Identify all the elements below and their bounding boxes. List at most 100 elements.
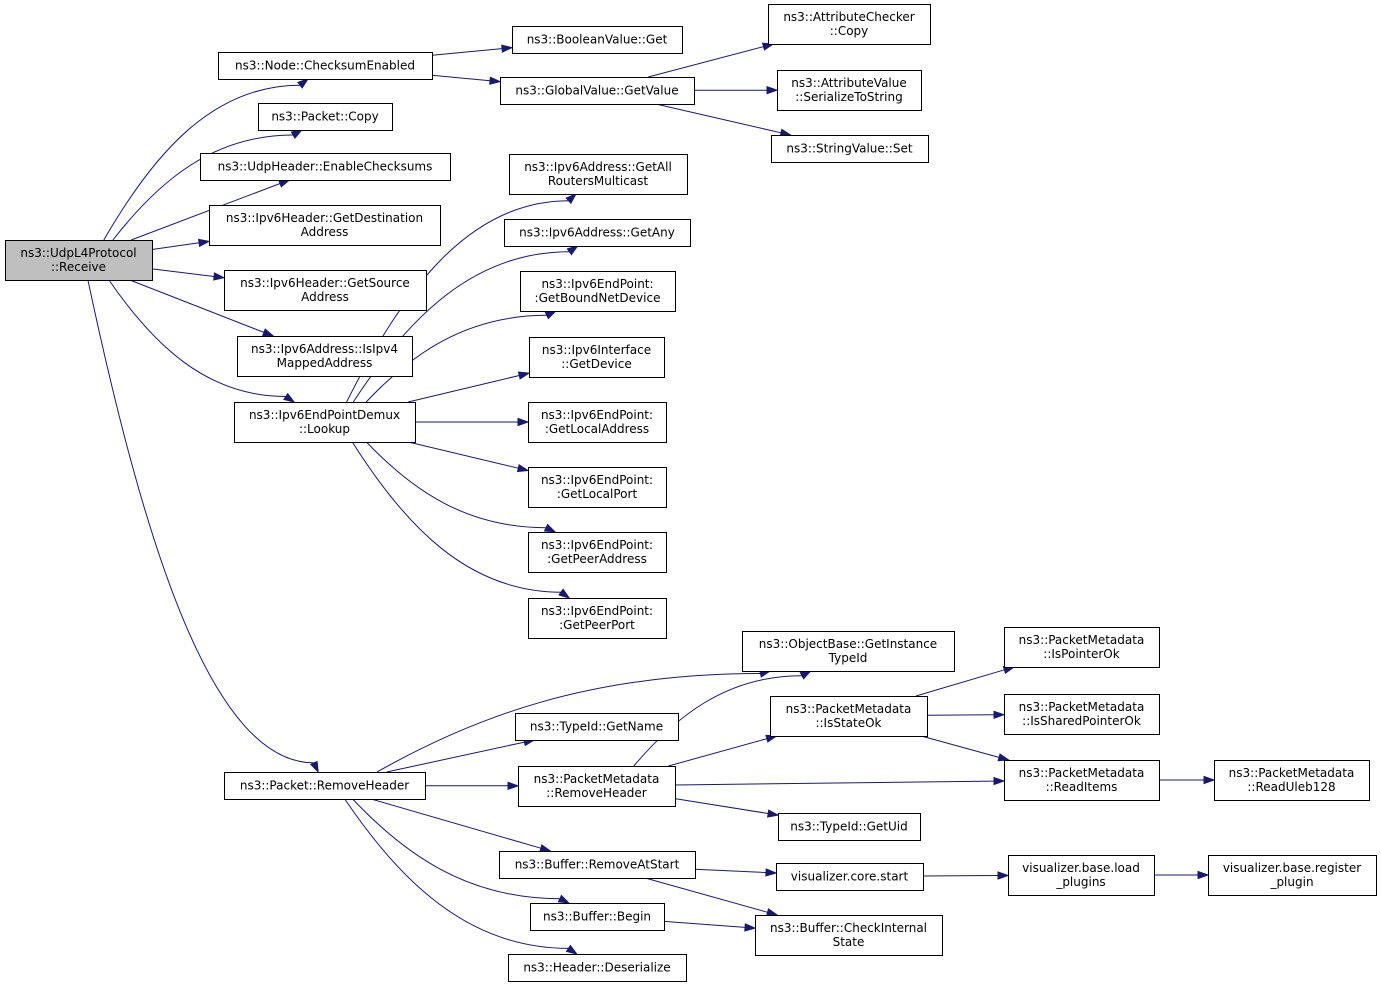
node-viz_base_register[interactable]: visualizer.base.register_plugin <box>1208 855 1377 896</box>
node-label: ns3::AttributeValue <box>791 76 907 90</box>
arrowhead-pm_readuleb <box>1203 775 1216 785</box>
node-typeid_getuid[interactable]: ns3::TypeId::GetUid <box>778 813 921 841</box>
arrowhead-boolean_get <box>501 44 514 53</box>
edges-layer <box>87 42 1216 955</box>
node-label: State <box>833 935 865 949</box>
node-label: ns3::Ipv6Header::GetDestination <box>226 211 423 225</box>
node-attrchecker_copy[interactable]: ns3::AttributeChecker::Copy <box>768 4 931 45</box>
node-box <box>515 713 679 741</box>
node-label: ns3::Ipv6Interface <box>542 343 651 357</box>
node-global_getvalue[interactable]: ns3::GlobalValue::GetValue <box>500 77 695 105</box>
node-label: ns3::Node::ChecksumEnabled <box>235 59 415 73</box>
node-pm_readitems[interactable]: ns3::PacketMetadata::ReadItems <box>1004 760 1160 801</box>
edge-demux_lookup-to-ep_getpeerport <box>351 441 562 593</box>
node-box <box>528 532 667 573</box>
node-attrvalue_serialize[interactable]: ns3::AttributeValue::SerializeToString <box>777 70 922 111</box>
edge-pm_removeheader-to-objbase_getinstance <box>633 675 802 767</box>
node-label: ns3::PacketMetadata <box>534 772 660 786</box>
node-pm_isstateok[interactable]: ns3::PacketMetadata::IsStateOk <box>770 696 928 737</box>
node-buffer_begin[interactable]: ns3::Buffer::Begin <box>530 903 665 931</box>
node-box <box>237 336 413 377</box>
edge-udp_receive-to-demux_lookup <box>108 279 286 397</box>
arrowhead-pm_readitems <box>997 753 1011 762</box>
node-box <box>234 402 416 443</box>
node-label: ::SerializeToString <box>795 90 903 104</box>
arrowhead-buffer_checkinternal <box>765 908 779 917</box>
node-string_set[interactable]: ns3::StringValue::Set <box>771 135 929 163</box>
node-viz_core_start[interactable]: visualizer.core.start <box>776 863 924 891</box>
node-demux_lookup[interactable]: ns3::Ipv6EndPointDemux::Lookup <box>234 402 416 443</box>
node-label: :GetLocalAddress <box>545 422 649 436</box>
edge-packet_removeheader-to-buffer_removeatstart <box>370 798 541 849</box>
node-label: ::ReadItems <box>1046 780 1118 794</box>
node-box <box>770 696 928 737</box>
edge-udp_receive-to-packet_removeheader <box>87 279 314 764</box>
node-box <box>224 270 427 311</box>
edge-packet_removeheader-to-buffer_begin <box>352 798 560 900</box>
node-viz_base_load[interactable]: visualizer.base.load_plugins <box>1008 855 1155 896</box>
arrowhead-ep_getlocalport <box>516 463 530 473</box>
node-label: ::Copy <box>830 24 869 38</box>
arrowhead-ep_getpeerport <box>558 588 571 599</box>
arrowhead-ipv6a_getany <box>566 245 579 256</box>
edge-udp_receive-to-packet_copy <box>112 134 294 241</box>
node-label: :GetPeerAddress <box>547 552 647 566</box>
node-box <box>508 954 687 982</box>
node-pm_ispointerok[interactable]: ns3::PacketMetadata::IsPointerOk <box>1004 627 1160 668</box>
arrowhead-udp_enable_checksums <box>278 179 291 188</box>
node-udp_receive[interactable]: ns3::UdpL4Protocol::Receive <box>5 240 153 281</box>
node-box <box>224 772 426 800</box>
node-ipv6a_getany[interactable]: ns3::Ipv6Address::GetAny <box>504 219 691 247</box>
node-ep_getboundnetdevice[interactable]: ns3::Ipv6EndPoint::GetBoundNetDevice <box>520 271 676 312</box>
node-boolean_get[interactable]: ns3::BooleanValue::Get <box>512 26 683 54</box>
node-udp_enable_checksums[interactable]: ns3::UdpHeader::EnableChecksums <box>200 153 451 181</box>
edge-node_checksum-to-boolean_get <box>431 48 503 56</box>
arrowhead-ep_getpeeraddress <box>543 523 557 533</box>
node-label: ns3::GlobalValue::GetValue <box>515 84 678 98</box>
arrowhead-viz_base_load <box>997 871 1010 880</box>
node-ep_getpeerport[interactable]: ns3::Ipv6EndPoint::GetPeerPort <box>528 598 667 639</box>
edge-buffer_begin-to-buffer_checkinternal <box>663 920 746 928</box>
arrowhead-ipv6h_getdest <box>198 238 211 248</box>
node-ep_getpeeraddress[interactable]: ns3::Ipv6EndPoint::GetPeerAddress <box>528 532 667 573</box>
node-label: ns3::AttributeChecker <box>783 10 914 24</box>
node-packet_copy[interactable]: ns3::Packet::Copy <box>258 103 393 131</box>
node-label: RoutersMulticast <box>548 174 649 188</box>
arrowhead-typeid_getuid <box>766 809 780 818</box>
node-box <box>777 70 922 111</box>
node-node_checksum[interactable]: ns3::Node::ChecksumEnabled <box>218 52 433 80</box>
node-label: ns3::Ipv6Address::GetAny <box>519 226 675 240</box>
node-label: visualizer.base.load <box>1022 861 1140 875</box>
edge-udp_receive-to-ipv6a_isipv4 <box>129 279 265 333</box>
arrowhead-objbase_getinstance <box>799 670 813 680</box>
node-box <box>528 598 667 639</box>
node-pm_readuleb[interactable]: ns3::PacketMetadata::ReadUleb128 <box>1214 760 1370 801</box>
node-iface_getdevice[interactable]: ns3::Ipv6Interface::GetDevice <box>529 337 665 378</box>
arrowhead-ipv6a_getallrouters <box>565 192 578 205</box>
node-ep_getlocaladdress[interactable]: ns3::Ipv6EndPoint::GetLocalAddress <box>528 402 667 443</box>
node-pm_issharedpointerok[interactable]: ns3::PacketMetadata::IsSharedPointerOk <box>1004 694 1160 735</box>
node-buffer_removeatstart[interactable]: ns3::Buffer::RemoveAtStart <box>499 851 696 879</box>
node-label: ns3::Buffer::CheckInternal <box>770 921 927 935</box>
arrowhead-pm_readitems <box>993 776 1006 786</box>
node-box <box>768 4 931 45</box>
node-pm_removeheader[interactable]: ns3::PacketMetadata::RemoveHeader <box>518 766 676 807</box>
node-header_deserialize[interactable]: ns3::Header::Deserialize <box>508 954 687 982</box>
node-label: ns3::TypeId::GetName <box>530 720 663 734</box>
node-box <box>742 631 955 672</box>
node-typeid_getname[interactable]: ns3::TypeId::GetName <box>515 713 679 741</box>
edge-udp_receive-to-ipv6h_getsource <box>151 268 215 277</box>
node-box <box>218 52 433 80</box>
edge-global_getvalue-to-string_set <box>655 103 782 134</box>
arrowhead-iface_getdevice <box>517 371 531 380</box>
node-label: MappedAddress <box>277 356 373 370</box>
node-packet_removeheader[interactable]: ns3::Packet::RemoveHeader <box>224 772 426 800</box>
node-ep_getlocalport[interactable]: ns3::Ipv6EndPoint::GetLocalPort <box>528 467 667 508</box>
